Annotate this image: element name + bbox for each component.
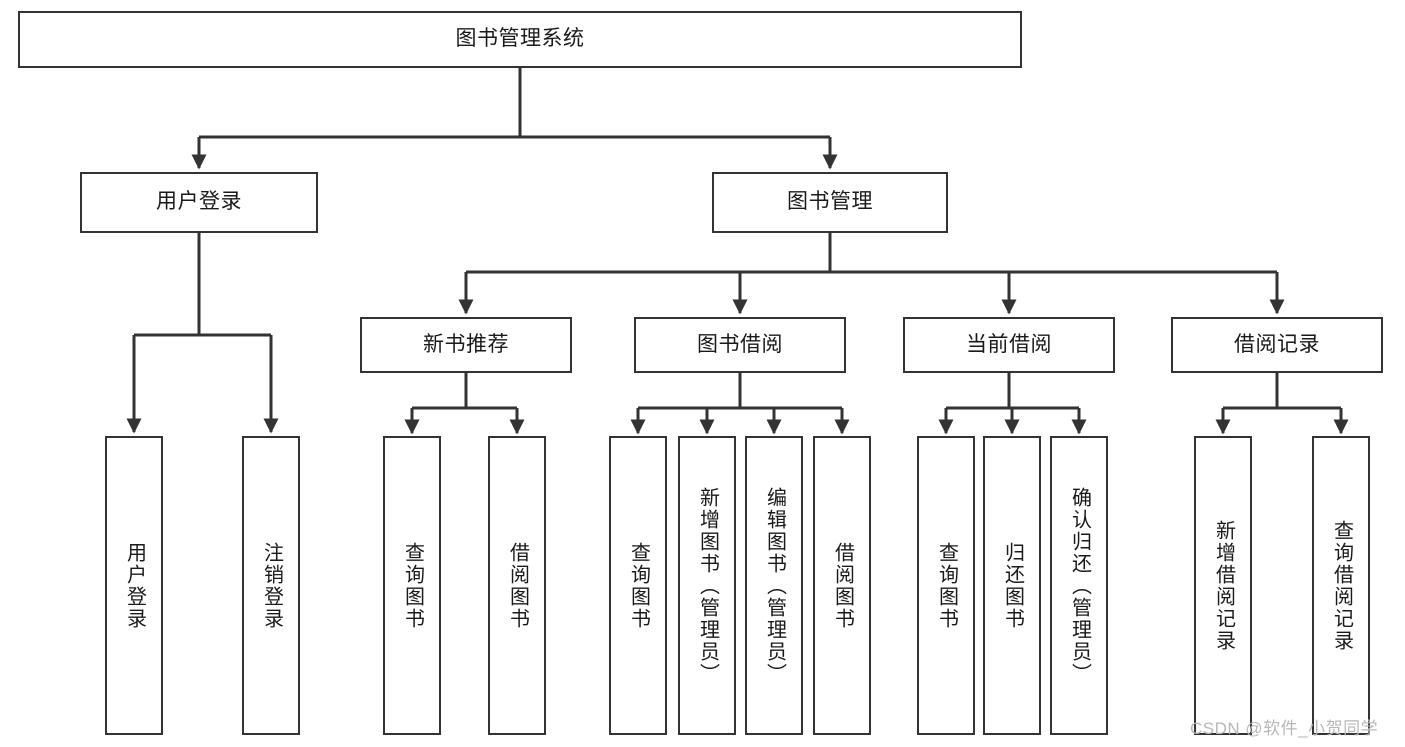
leaf-newbook-borrow-book[interactable]: 借阅图书 — [488, 436, 546, 735]
leaf-current-return-book-label: 归还图书 — [1001, 541, 1024, 630]
node-user-login[interactable]: 用户登录 — [80, 172, 318, 233]
node-user-login-label: 用户登录 — [156, 190, 242, 214]
node-borrow-record[interactable]: 借阅记录 — [1171, 317, 1383, 373]
leaf-current-query-book-label: 查询图书 — [935, 541, 958, 630]
leaf-record-query-record[interactable]: 查询借阅记录 — [1312, 436, 1370, 735]
leaf-borrow-query-book[interactable]: 查询图书 — [609, 436, 667, 735]
leaf-newbook-query-book[interactable]: 查询图书 — [383, 436, 441, 735]
leaf-borrow-add-book-label: 新增图书（管理员） — [696, 486, 719, 685]
node-new-book-recommend[interactable]: 新书推荐 — [360, 317, 572, 373]
leaf-borrow-borrow-book-label: 借阅图书 — [831, 541, 854, 630]
node-book-management[interactable]: 图书管理 — [712, 172, 948, 233]
node-book-management-label: 图书管理 — [787, 190, 873, 214]
leaf-user-login-label: 用户登录 — [123, 541, 146, 630]
leaf-user-login[interactable]: 用户登录 — [105, 436, 163, 735]
leaf-borrow-edit-book-label: 编辑图书（管理员） — [763, 486, 786, 685]
node-book-borrow[interactable]: 图书借阅 — [634, 317, 846, 373]
node-current-borrow[interactable]: 当前借阅 — [903, 317, 1115, 373]
leaf-borrow-borrow-book[interactable]: 借阅图书 — [813, 436, 871, 735]
leaf-borrow-edit-book[interactable]: 编辑图书（管理员） — [745, 436, 803, 735]
leaf-current-confirm-return[interactable]: 确认归还（管理员） — [1050, 436, 1108, 735]
leaf-newbook-borrow-book-label: 借阅图书 — [506, 541, 529, 630]
node-new-book-recommend-label: 新书推荐 — [423, 332, 509, 356]
node-book-borrow-label: 图书借阅 — [697, 332, 783, 356]
leaf-record-add-record-label: 新增借阅记录 — [1212, 519, 1235, 652]
leaf-borrow-query-book-label: 查询图书 — [627, 541, 650, 630]
leaf-newbook-query-book-label: 查询图书 — [401, 541, 424, 630]
leaf-logout[interactable]: 注销登录 — [242, 436, 300, 735]
leaf-current-return-book[interactable]: 归还图书 — [983, 436, 1041, 735]
node-root-label: 图书管理系统 — [455, 27, 585, 51]
node-borrow-record-label: 借阅记录 — [1234, 332, 1320, 356]
leaf-current-query-book[interactable]: 查询图书 — [917, 436, 975, 735]
leaf-record-add-record[interactable]: 新增借阅记录 — [1194, 436, 1252, 735]
leaf-borrow-add-book[interactable]: 新增图书（管理员） — [678, 436, 736, 735]
node-current-borrow-label: 当前借阅 — [966, 332, 1052, 356]
leaf-current-confirm-return-label: 确认归还（管理员） — [1068, 486, 1091, 685]
leaf-logout-label: 注销登录 — [260, 541, 283, 630]
node-root[interactable]: 图书管理系统 — [18, 11, 1022, 68]
leaf-record-query-record-label: 查询借阅记录 — [1330, 519, 1353, 652]
csdn-watermark: CSDN @软件_小贺同学 — [1190, 719, 1379, 738]
